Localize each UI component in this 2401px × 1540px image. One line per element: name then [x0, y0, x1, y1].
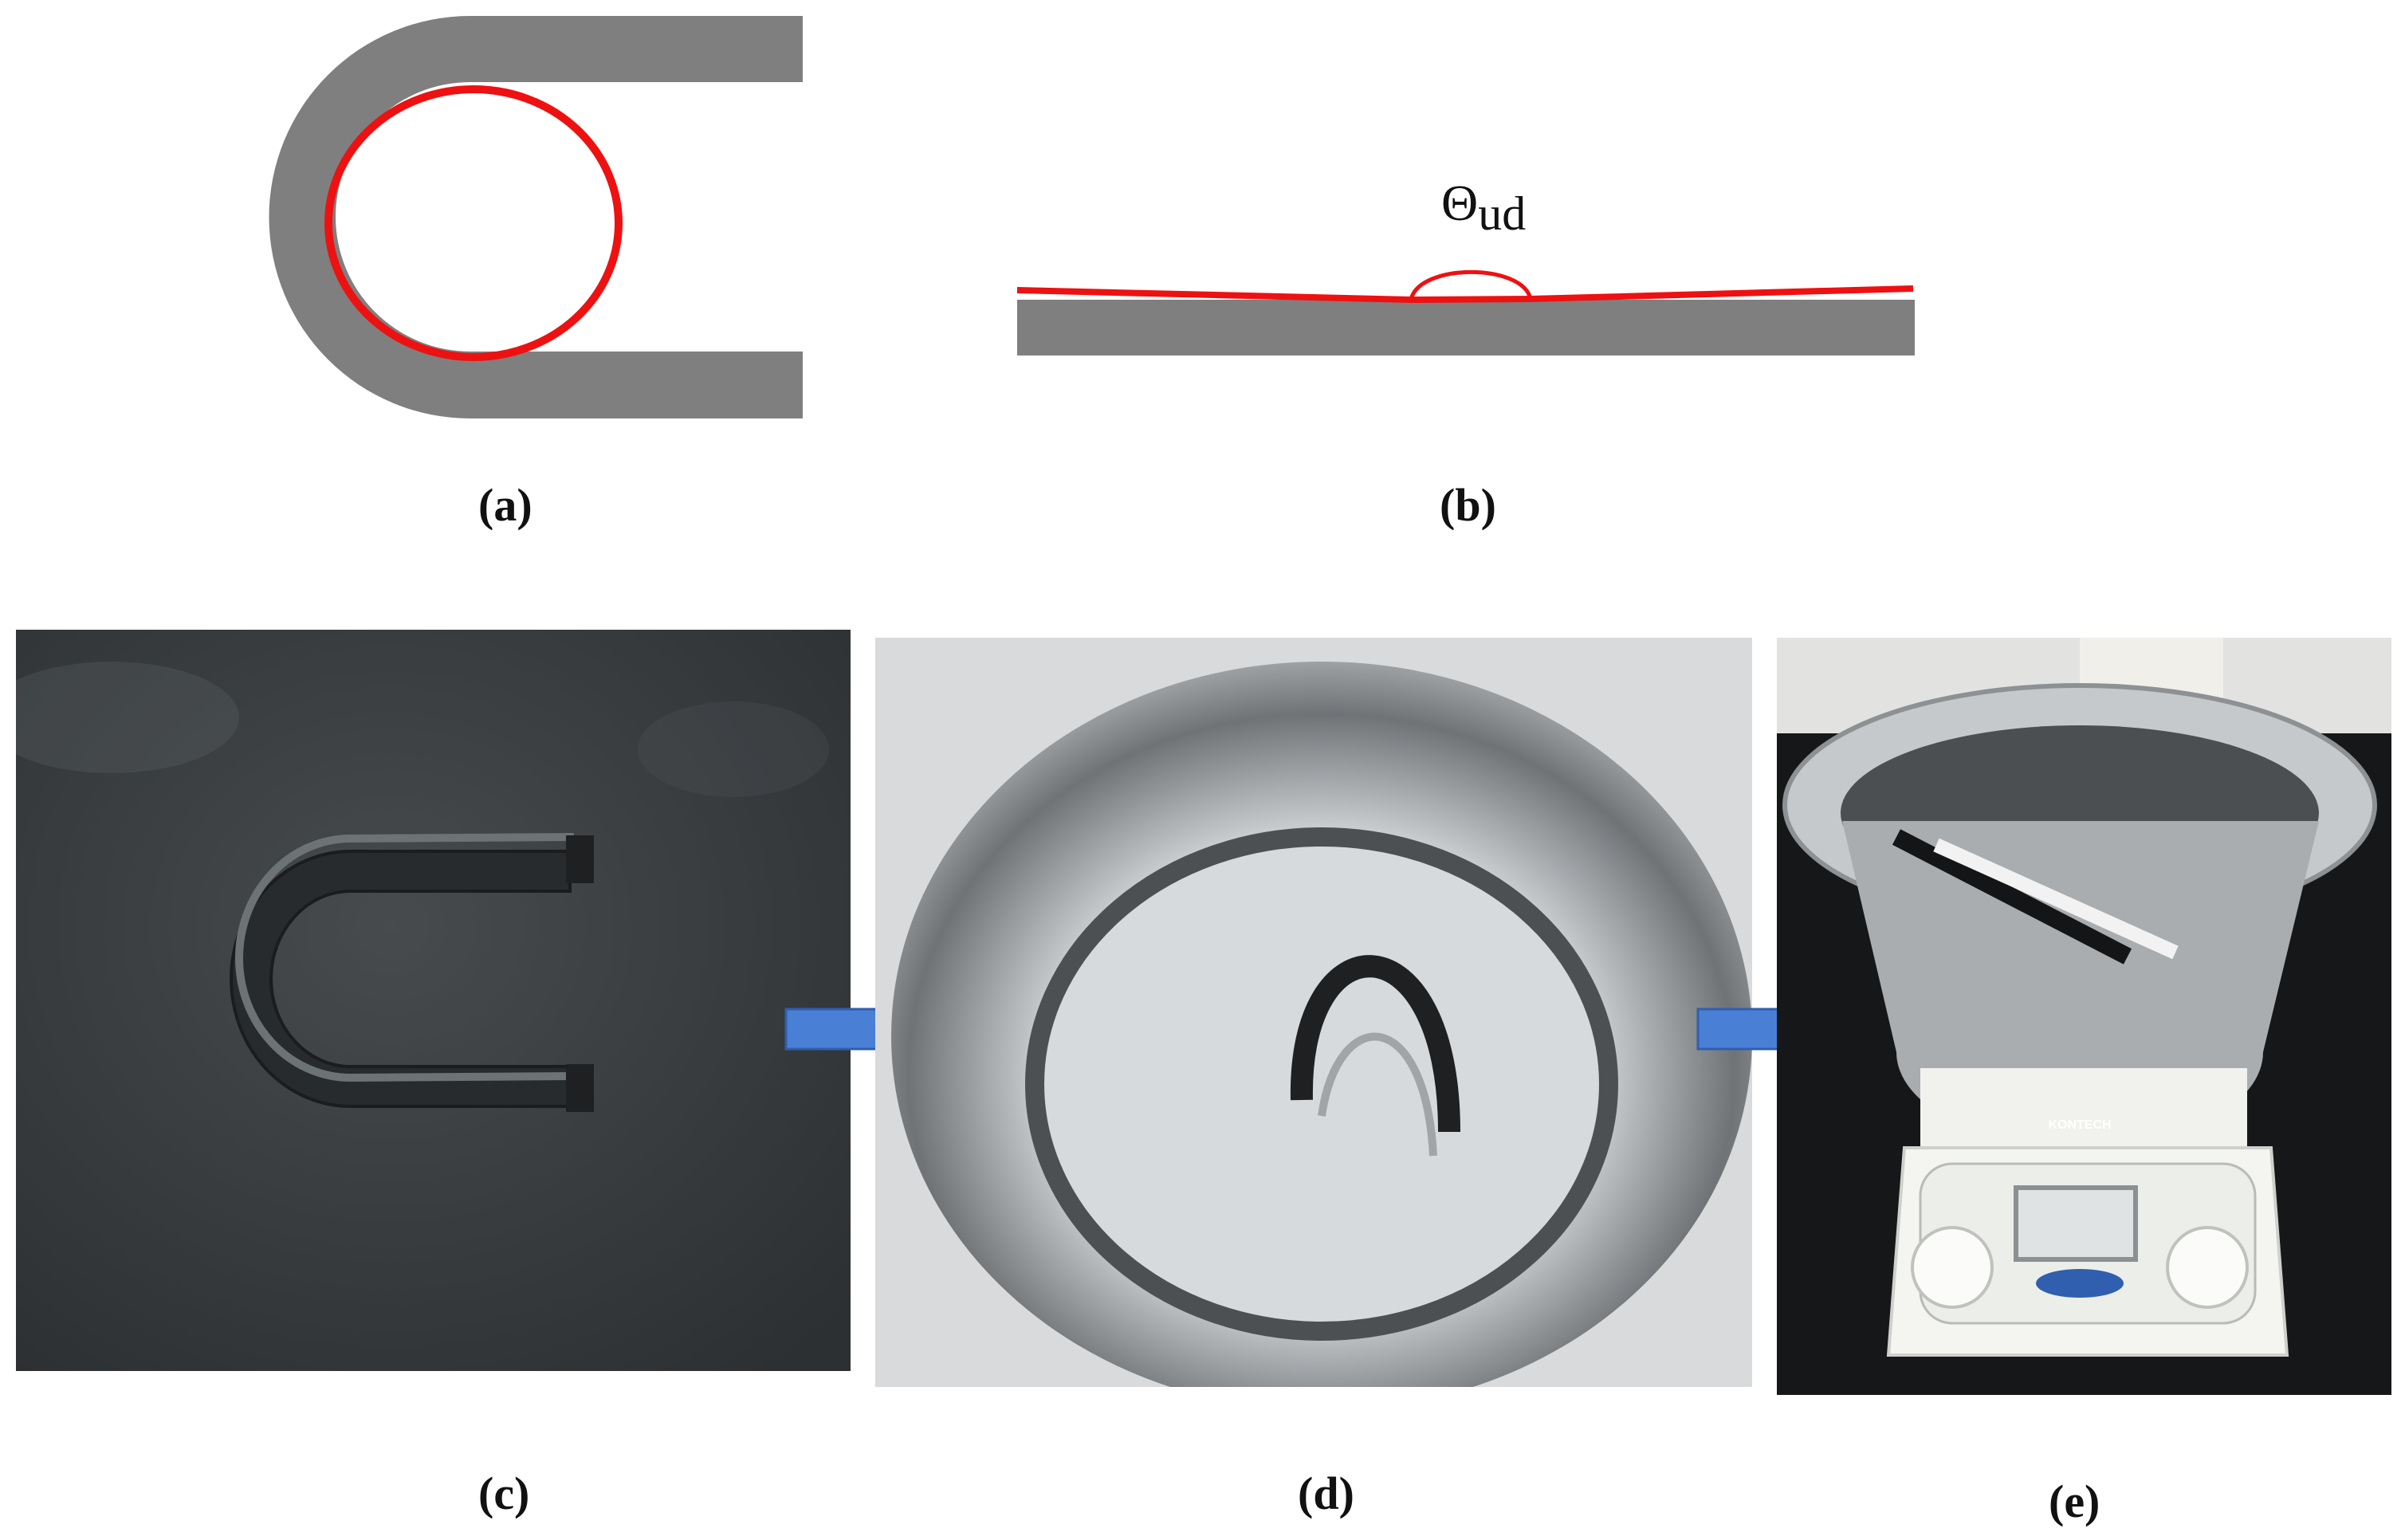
flat-specimen [1017, 300, 1915, 356]
inscribed-circle [324, 85, 623, 361]
device-brand-text: KONTECH [2048, 1118, 2112, 1132]
angle-label: Θud [1441, 175, 1527, 240]
panel-b-diagram [1016, 270, 1915, 356]
panel-label-d: (d) [1298, 1467, 1354, 1519]
panel-label-b: (b) [1440, 479, 1496, 531]
u-shaped-specimen [269, 16, 803, 418]
photo-e: KONTECH [1777, 638, 2391, 1395]
angle-arc [1409, 270, 1533, 301]
panel-label-e: (e) [2049, 1475, 2100, 1527]
photo-d [875, 638, 1752, 1387]
panel-a-diagram [269, 16, 803, 418]
panel-label-c: (c) [478, 1467, 530, 1519]
panel-label-a: (a) [478, 479, 532, 531]
contact-line [1016, 285, 1914, 304]
photo-c [16, 630, 851, 1371]
